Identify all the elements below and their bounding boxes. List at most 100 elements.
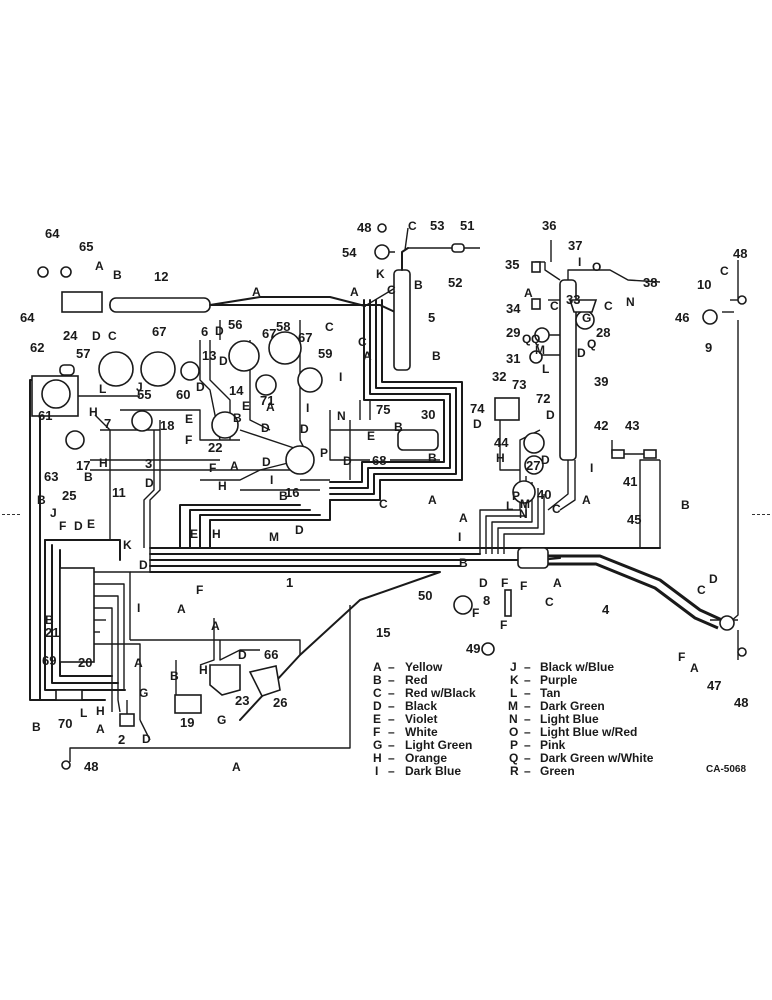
legend-color: Dark Green w/White	[540, 751, 654, 765]
wire-letter: H	[218, 479, 227, 493]
wire-letter: A	[95, 259, 104, 273]
component-17	[65, 430, 85, 450]
component-number-label: 30	[421, 407, 435, 422]
component-number-label: 60	[176, 387, 190, 402]
wire-letter: C	[387, 283, 396, 297]
wire-letter: B	[113, 268, 122, 282]
wire-letter: B	[84, 470, 93, 484]
component-number-label: 8	[483, 593, 490, 608]
wire-letter: D	[541, 453, 550, 467]
component-23	[209, 664, 241, 696]
component-26	[248, 665, 281, 697]
component-48-bottom	[61, 760, 71, 770]
component-number-label: 69	[42, 653, 56, 668]
wire-letter: A	[524, 286, 533, 300]
component-16	[285, 445, 315, 475]
wire-letter: L	[99, 382, 106, 396]
component-number-label: 74	[470, 401, 485, 416]
wire-letter: D	[709, 572, 718, 586]
wire-letter: D	[343, 454, 352, 468]
wire-letter: D	[546, 408, 555, 422]
component-35	[531, 261, 541, 273]
legend-key: I	[375, 764, 378, 778]
gauge-57	[98, 351, 134, 387]
legend-key: M	[508, 699, 518, 713]
gauge-55	[140, 351, 176, 387]
wire-letter: F	[209, 461, 216, 475]
wire-letter: D	[139, 558, 148, 572]
component-number-label: 53	[430, 218, 444, 233]
component-number-label: 25	[62, 488, 76, 503]
component-54	[374, 244, 390, 260]
legend-dash: –	[524, 751, 531, 765]
wire-letter: C	[408, 219, 417, 233]
component-70	[55, 689, 83, 701]
component-number-label: 26	[273, 695, 287, 710]
component-number-label: 41	[623, 474, 637, 489]
wire-letter: B	[233, 411, 242, 425]
wire-letter: B	[170, 669, 179, 683]
wire-letter: H	[212, 527, 221, 541]
wire-letter: F	[501, 576, 508, 590]
component-number-label: 39	[594, 374, 608, 389]
legend-color: Violet	[405, 712, 437, 726]
wire-letter: A	[350, 285, 359, 299]
wire-letter: L	[506, 499, 513, 513]
wire-letter: D	[577, 346, 586, 360]
component-64-right	[60, 266, 72, 278]
component-number-label: 66	[264, 647, 278, 662]
legend-key: F	[373, 725, 380, 739]
wire-letter: D	[196, 380, 205, 394]
wire-letter: B	[32, 720, 41, 734]
legend-key: K	[510, 673, 519, 687]
wire-letter: Q	[522, 332, 531, 346]
wire-letter: P	[320, 446, 328, 460]
component-number-label: 9	[705, 340, 712, 355]
wire-letter: B	[394, 420, 403, 434]
wire-letter: C	[545, 595, 554, 609]
component-number-label: 23	[235, 693, 249, 708]
component-number-label: 28	[596, 325, 610, 340]
component-number-label: 50	[418, 588, 432, 603]
wire-letter: I	[306, 401, 309, 415]
component-number-label: 4	[602, 602, 610, 617]
wire-letter: H	[96, 704, 105, 718]
wire-letter: D	[473, 417, 482, 431]
legend-color: White	[405, 725, 438, 739]
component-33	[568, 299, 598, 313]
wire-letter: D	[219, 354, 228, 368]
component-number-label: 11	[112, 485, 126, 500]
legend-key: E	[373, 712, 381, 726]
component-number-label: 55	[137, 387, 151, 402]
component-number-label: 73	[512, 377, 526, 392]
wire-letter: N	[519, 507, 528, 521]
wire-letter: A	[363, 349, 372, 363]
legend-dash: –	[388, 699, 395, 713]
legend-key: P	[510, 738, 518, 752]
wire-letter: B	[414, 278, 423, 292]
component-2	[119, 713, 135, 727]
wire-letter: I	[137, 601, 140, 615]
wire-letter: D	[261, 421, 270, 435]
wire-letter: N	[337, 409, 346, 423]
wire-letter: J	[50, 506, 57, 520]
component-number-label: 72	[536, 391, 550, 406]
component-27	[524, 455, 544, 475]
legend-color: Black	[405, 699, 437, 713]
wire-letter: P	[512, 489, 520, 503]
component-number-label: 52	[448, 275, 462, 290]
component-number-label: 54	[342, 245, 357, 260]
component-number-label: 71	[260, 393, 274, 408]
wire-letter: M	[520, 497, 530, 511]
legend-key: Q	[509, 751, 518, 765]
component-50	[453, 595, 473, 615]
wire-letter: C	[552, 502, 561, 516]
wire-letter: D	[479, 576, 488, 590]
wire-letter: A	[266, 400, 275, 414]
component-number-label: 64	[45, 226, 60, 241]
component-46	[702, 309, 718, 325]
left-edge-mark	[2, 514, 20, 515]
connector-center-right	[517, 547, 549, 569]
component-number-label: 34	[506, 301, 521, 316]
component-number-label: 48	[733, 246, 747, 261]
